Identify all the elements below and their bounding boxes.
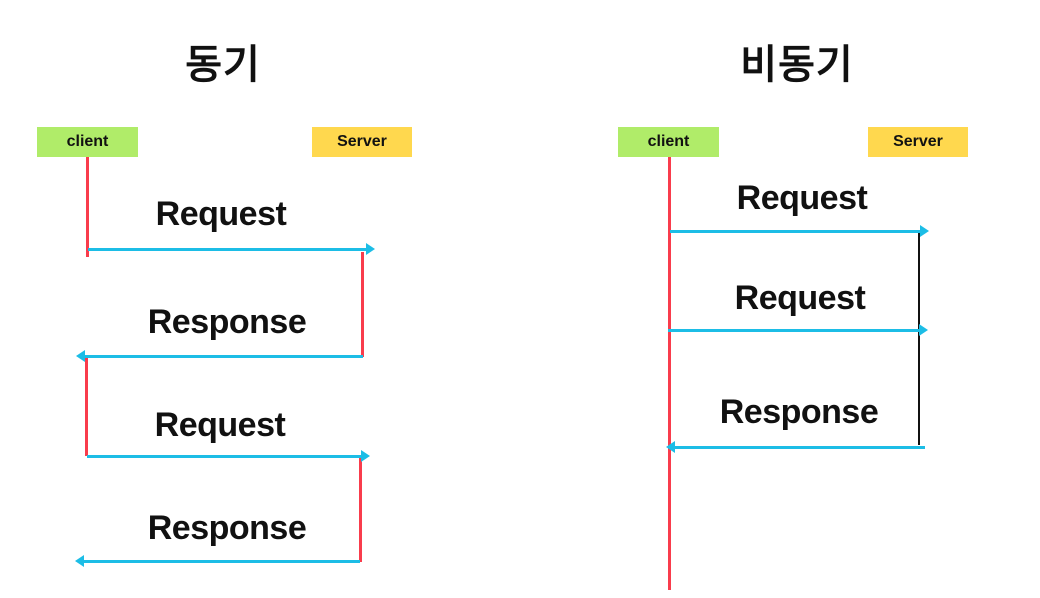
sync-response-arrow-1 [76,350,363,362]
async-message-label-2: Request [734,279,866,317]
async-response-arrow-1 [666,441,925,453]
async-message-label-3: Response [719,393,879,431]
sync-client-label: client [66,133,109,150]
sync-server-label: Server [337,133,387,150]
sync-server-box: Server [312,127,412,157]
sync-message-label-4: Response [147,509,307,547]
async-request-arrow-1 [670,225,929,237]
async-message-label-1: Request [736,179,868,217]
sync-server-lifeline-segment-1 [361,252,364,357]
async-server-activation-line [918,233,920,445]
sync-client-lifeline-segment-2 [85,357,88,456]
async-client-label: client [647,133,690,150]
async-client-lifeline [668,157,671,590]
sync-message-label-1: Request [155,195,287,233]
sync-response-arrow-2 [75,555,360,567]
async-client-box: client [618,127,719,157]
async-request-arrow-2 [668,324,928,336]
sync-client-box: client [37,127,138,157]
sync-panel-title: 동기 [185,43,261,87]
async-server-box: Server [868,127,968,157]
sync-client-lifeline-segment-1 [86,157,89,257]
async-server-label: Server [893,133,943,150]
sync-server-lifeline-segment-2 [359,457,362,562]
sync-message-label-3: Request [154,406,286,444]
sync-message-label-2: Response [147,303,307,341]
async-panel-title: 비동기 [740,43,854,87]
sync-request-arrow-2 [87,450,370,462]
sync-request-arrow-1 [88,243,375,255]
